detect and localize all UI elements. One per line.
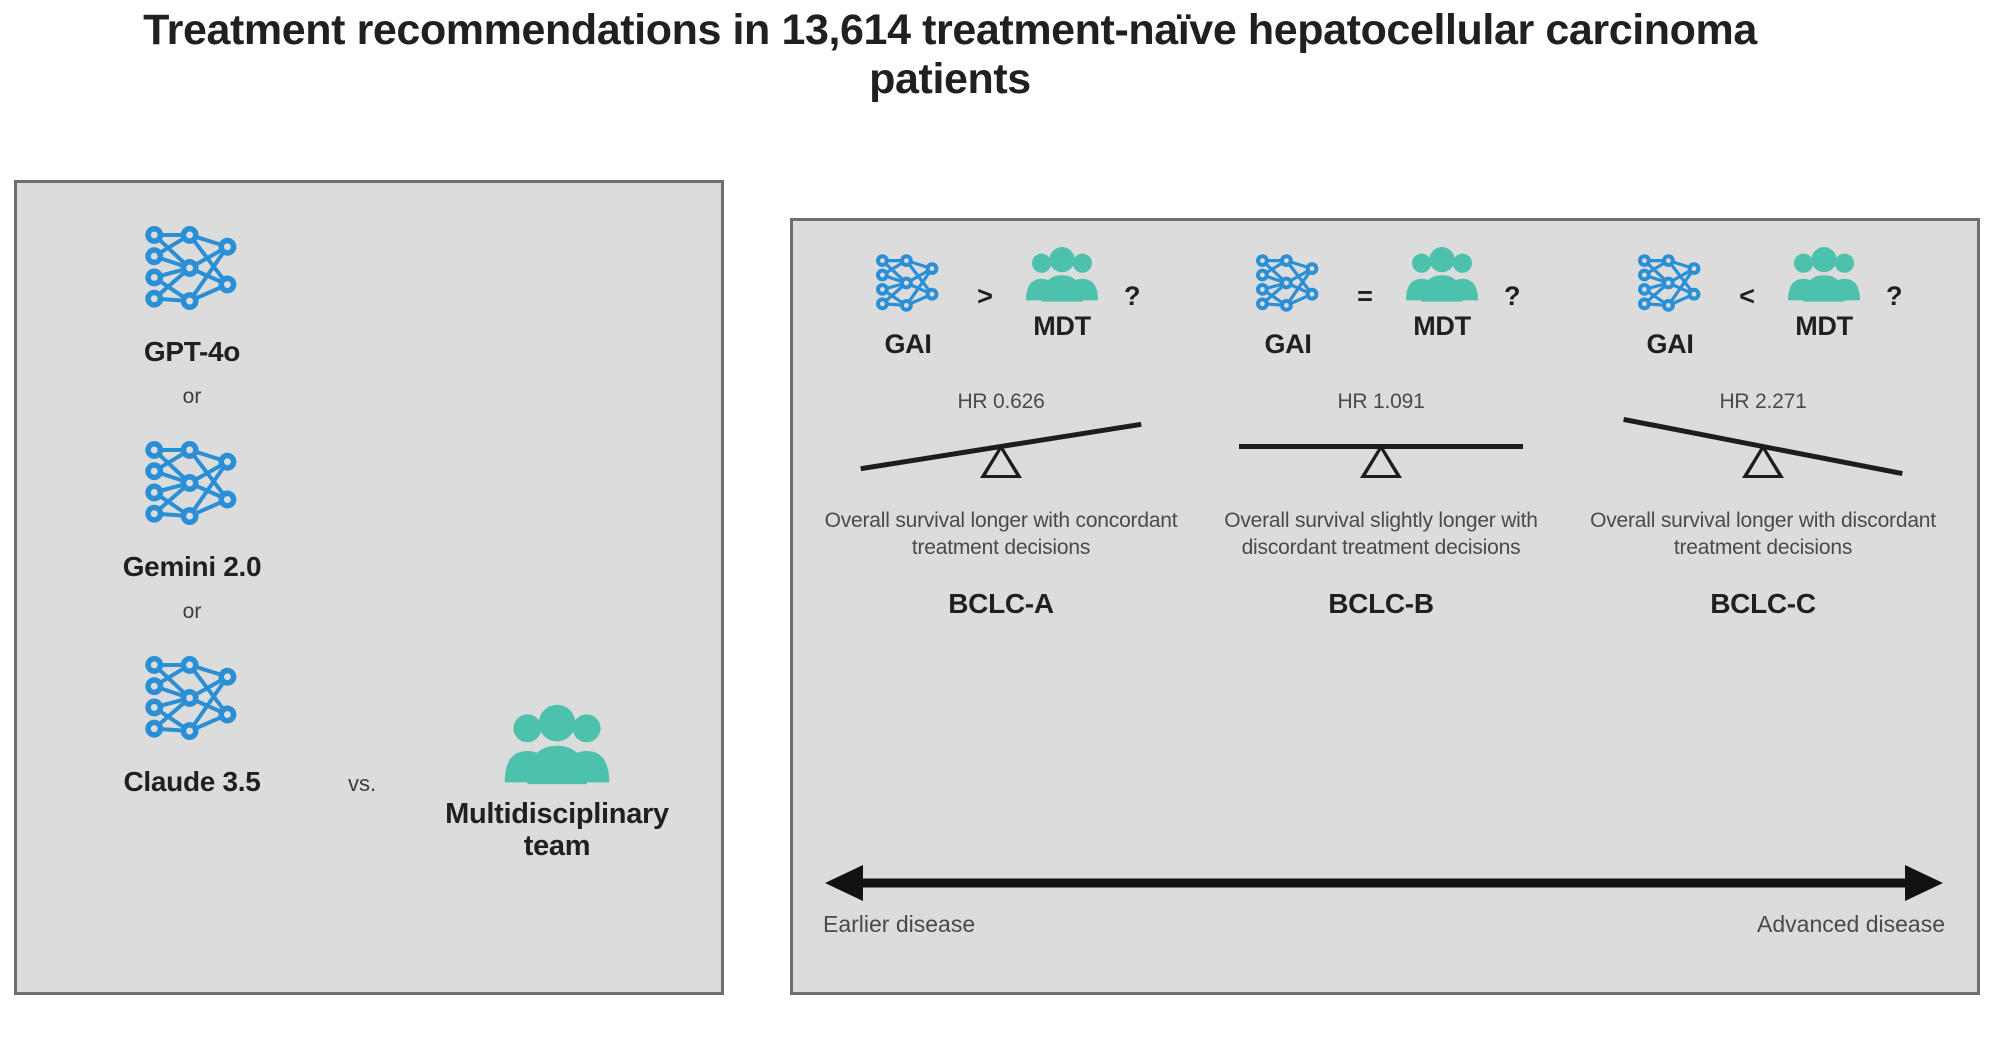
mdt-label-line1: Multidisciplinary <box>445 798 669 830</box>
comparison-operator: < <box>1739 281 1755 311</box>
outcome-caption: Overall survival longer with concordant … <box>824 509 1178 559</box>
gai-item: GAI <box>1614 243 1726 360</box>
model-claude: Claude 3.5 <box>47 639 337 798</box>
seesaw-fulcrum <box>1742 444 1784 478</box>
neural-network-icon <box>133 639 251 762</box>
gai-item: GAI <box>852 243 964 360</box>
mdt-item: MDT <box>1768 243 1880 342</box>
hazard-ratio-label: HR 0.626 <box>957 390 1045 413</box>
mdt-item: MDT <box>1386 243 1498 342</box>
axis-label-right: Advanced disease <box>1757 911 1945 937</box>
model-label: GPT-4o <box>143 336 241 367</box>
neural-network-icon <box>133 424 251 547</box>
question-mark: ? <box>1886 281 1903 311</box>
model-gpt4o: GPT-4o <box>47 209 337 368</box>
comparison-row: GAI > MDT ? <box>821 243 1181 360</box>
mdt-comparator: Multidisciplinary team <box>407 701 707 863</box>
mdt-label: MDT <box>1033 311 1091 341</box>
page-title: Treatment recommendations in 13,614 trea… <box>143 6 1757 103</box>
model-label: Gemini 2.0 <box>122 551 262 582</box>
mdt-item: MDT <box>1006 243 1118 342</box>
people-group-icon <box>1026 247 1098 302</box>
double-headed-arrow-icon <box>825 865 1943 901</box>
question-mark: ? <box>1504 281 1521 311</box>
stage-column-bclc-b: GAI = MDT ? HR 1.091 Overall survival s <box>1201 243 1561 620</box>
bclc-stage-label: BCLC-A <box>948 587 1054 619</box>
comparison-operator: > <box>977 281 993 311</box>
question-mark: ? <box>1124 281 1141 311</box>
stage-column-bclc-a: GAI > MDT ? HR 0.626 Overall survival l <box>821 243 1181 620</box>
outcome-caption: Overall survival longer with discordant … <box>1590 509 1936 559</box>
neural-network-icon <box>1256 254 1319 312</box>
axis-end-labels: Earlier disease Advanced disease <box>823 911 1945 938</box>
bclc-stage-label: BCLC-B <box>1328 587 1434 619</box>
bclc-stage-label: BCLC-C <box>1710 587 1816 619</box>
people-group-icon <box>1788 247 1860 302</box>
model-gemini: Gemini 2.0 <box>47 424 337 583</box>
stage-column-bclc-c: GAI < MDT ? HR 2.271 Overall survival l <box>1583 243 1943 620</box>
comparison-row: GAI = MDT ? <box>1201 243 1561 360</box>
outcomes-panel: GAI > MDT ? HR 0.626 Overall survival l <box>790 218 1980 995</box>
mdt-label-line2: team <box>523 830 591 863</box>
mdt-label: MDT <box>1413 311 1471 341</box>
model-stack: GPT-4o or <box>47 209 337 798</box>
seesaw-fulcrum <box>980 444 1022 478</box>
comparison-row: GAI < MDT ? <box>1583 243 1943 360</box>
hazard-ratio-label: HR 2.271 <box>1719 390 1807 413</box>
mdt-label: MDT <box>1795 311 1853 341</box>
neural-network-icon <box>876 254 939 312</box>
people-group-icon <box>496 701 618 792</box>
vs-separator: vs. <box>347 771 377 796</box>
outcome-caption: Overall survival slightly longer with di… <box>1224 509 1538 559</box>
seesaw-fulcrum <box>1360 444 1402 478</box>
gai-label: GAI <box>884 329 932 359</box>
mdt-label: Multidisciplinary team <box>407 798 707 863</box>
models-panel: GPT-4o or <box>14 180 724 995</box>
gai-label: GAI <box>1646 329 1694 359</box>
axis-label-left: Earlier disease <box>823 911 976 937</box>
seesaw-balance: HR 2.271 <box>1583 378 1943 506</box>
people-group-icon <box>1406 247 1478 302</box>
neural-network-icon <box>1638 254 1701 312</box>
or-separator-2: or <box>182 600 202 623</box>
model-label: Claude 3.5 <box>123 766 261 797</box>
seesaw-balance: HR 0.626 <box>821 378 1181 506</box>
or-separator-1: or <box>182 385 202 408</box>
neural-network-icon <box>133 209 251 332</box>
hazard-ratio-label: HR 1.091 <box>1337 390 1425 413</box>
seesaw-balance: HR 1.091 <box>1201 378 1561 506</box>
comparison-operator: = <box>1357 281 1373 311</box>
gai-label: GAI <box>1264 329 1312 359</box>
gai-item: GAI <box>1232 243 1344 360</box>
